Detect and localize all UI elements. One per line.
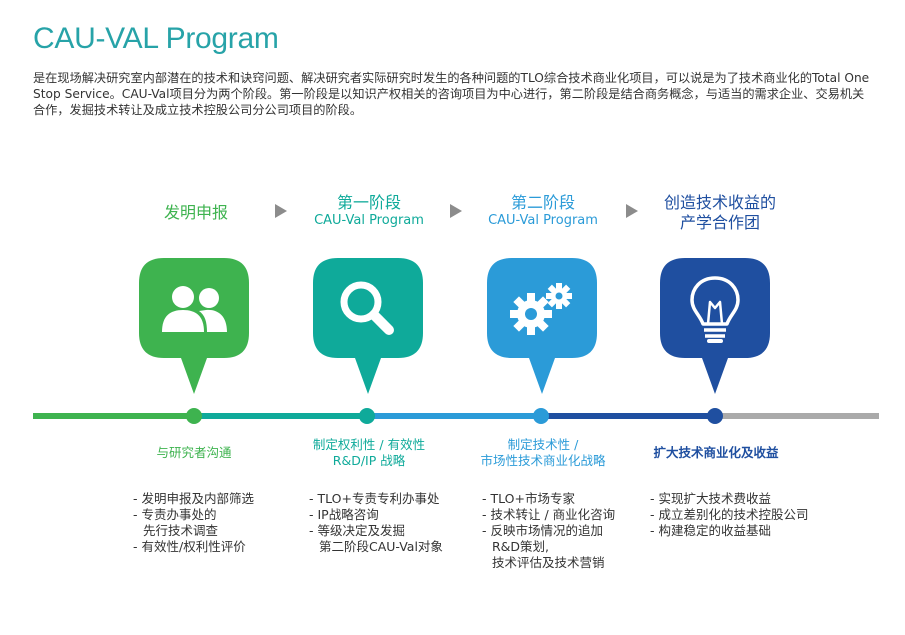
- list-item: 先行技术调查: [143, 523, 219, 538]
- timeline-segment-4: [541, 413, 715, 419]
- timeline-dot-3: [533, 408, 549, 424]
- stage-2-pin: [313, 258, 423, 394]
- stage-2-heading: 第一阶段 CAU-Val Program: [284, 193, 454, 229]
- timeline-segment-2: [195, 413, 367, 419]
- list-item: - TLO+市场专家: [482, 491, 575, 506]
- stage-2-list: - TLO+专责专利办事处 - IP战略咨询 - 等级决定及发掘 第二阶段CAU…: [309, 491, 443, 555]
- list-item: - 技术转让 / 商业化咨询: [482, 507, 616, 522]
- stage-4-heading: 创造技术收益的 产学合作团: [635, 193, 805, 233]
- stage-4-title: 创造技术收益的: [663, 193, 776, 212]
- arrow-right-icon: [450, 204, 462, 218]
- stage-3-subtitle: CAU-Val Program: [488, 213, 598, 228]
- stage-3-heading: 第二阶段 CAU-Val Program: [458, 193, 628, 229]
- users-icon: [162, 286, 227, 332]
- intro-paragraph: 是在现场解决研究室内部潜在的技术和诀窍问题、解决研究者实际研究时发生的各种问题的…: [33, 71, 870, 117]
- list-item: - 实现扩大技术费收益: [650, 491, 771, 506]
- list-item: - 构建稳定的收益基础: [650, 523, 771, 538]
- lightbulb-icon: [690, 276, 740, 343]
- stage-4-pin: [660, 258, 770, 394]
- stage-2-subtitle: CAU-Val Program: [314, 213, 424, 228]
- timeline-dot-1: [186, 408, 202, 424]
- stage-2-caption: 制定权利性 / 有效性 R&D/IP 战略: [312, 437, 426, 468]
- list-item: - 反映市场情况的追加: [482, 523, 603, 538]
- timeline-dot-2: [359, 408, 375, 424]
- stage-1-heading: 发明申报: [111, 203, 281, 223]
- list-item: - 有效性/权利性评价: [133, 539, 246, 554]
- stage-4-subtitle: 产学合作团: [679, 213, 760, 232]
- timeline-segment-1: [33, 413, 195, 419]
- list-item: - 专责办事处的: [133, 507, 217, 522]
- stage-1-title: 发明申报: [163, 203, 228, 222]
- list-item: R&D策划,: [492, 539, 550, 554]
- gears-icon: [510, 283, 572, 335]
- stage-4-caption: 扩大技术商业化及收益: [653, 445, 779, 460]
- stage-3-pin: [487, 258, 597, 394]
- stage-1-pin: [139, 258, 249, 394]
- stage-3-title: 第二阶段: [510, 193, 575, 212]
- list-item: - IP战略咨询: [309, 507, 379, 522]
- arrow-right-icon: [275, 204, 287, 218]
- stage-2-title: 第一阶段: [336, 193, 401, 212]
- timeline-segment-3: [367, 413, 541, 419]
- list-item: 第二阶段CAU-Val对象: [319, 539, 443, 554]
- stage-3-caption: 制定技术性 / 市场性技术商业化战略: [480, 437, 606, 468]
- list-item: - 发明申报及内部筛选: [133, 491, 254, 506]
- stage-4-list: - 实现扩大技术费收益 - 成立差别化的技术控股公司 - 构建稳定的收益基础: [650, 491, 809, 539]
- list-item: - 成立差别化的技术控股公司: [650, 507, 809, 522]
- arrow-right-icon: [626, 204, 638, 218]
- list-item: - 等级决定及发掘: [309, 523, 405, 538]
- search-icon: [340, 281, 394, 335]
- stage-1-caption: 与研究者沟通: [156, 445, 232, 460]
- list-item: 技术评估及技术营销: [492, 555, 605, 570]
- timeline-segment-end: [715, 413, 879, 419]
- page-title: CAU-VAL Program: [33, 22, 279, 55]
- stage-1-list: - 发明申报及内部筛选 - 专责办事处的 先行技术调查 - 有效性/权利性评价: [133, 491, 254, 555]
- list-item: - TLO+专责专利办事处: [309, 491, 440, 506]
- stage-3-list: - TLO+市场专家 - 技术转让 / 商业化咨询 - 反映市场情况的追加 R&…: [482, 491, 615, 571]
- timeline-dot-4: [707, 408, 723, 424]
